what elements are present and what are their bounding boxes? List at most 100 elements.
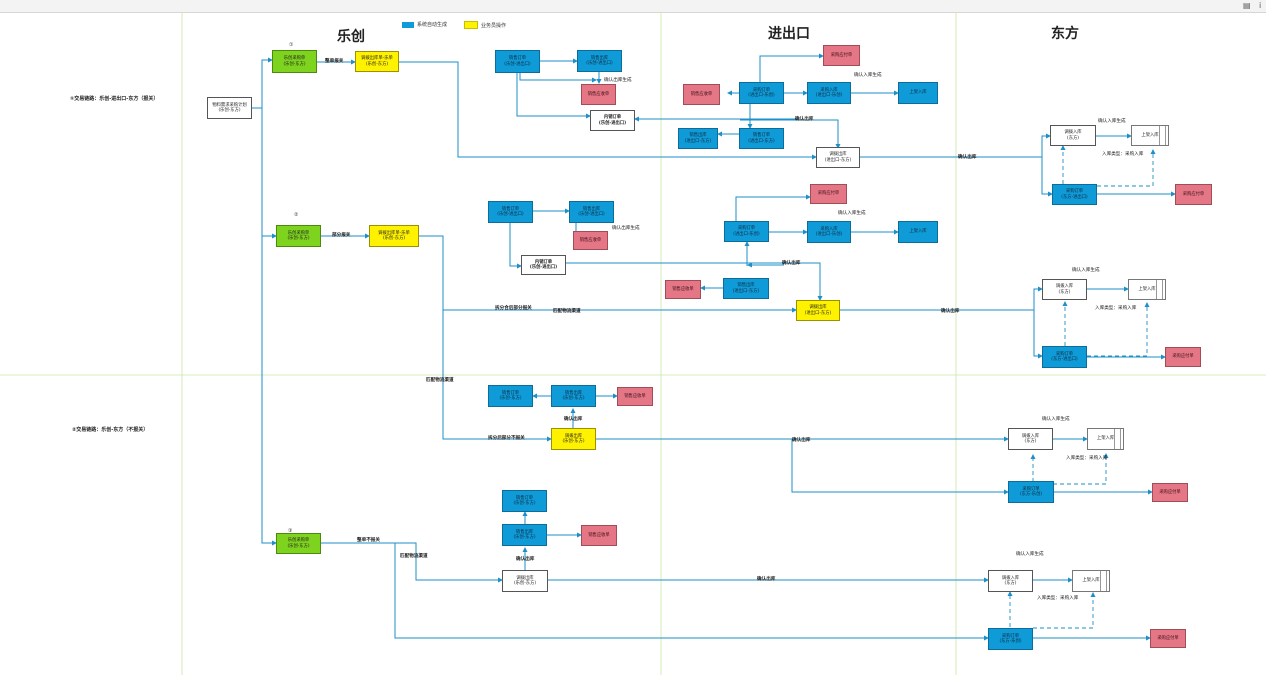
node-b-purchase-order[interactable]: 采购订单(进出口-乐创) [739, 82, 784, 104]
edge-label-confirm-in-gen-2: 确认入库生成 [1098, 119, 1126, 124]
edge-label-confirm-out-7: 确认出库 [516, 557, 535, 562]
edge-label-in-type-3: 入库类型：采购入库 [1066, 456, 1108, 461]
node-e-purchase-order[interactable]: 采购订单(进出口-乐创) [724, 221, 769, 242]
node-g-receivable[interactable]: 销售应收单 [617, 387, 653, 406]
edge-label-confirm-out-4: 确认出库 [941, 309, 960, 314]
edge-label-match-channel-1: 匹配物流渠道 [553, 309, 581, 314]
edge-label-confirm-in-gen-5: 确认入库生成 [1042, 417, 1070, 422]
edge-label-in-type-2: 入库类型：采购入库 [1095, 306, 1137, 311]
node-h-purchase-order[interactable]: 采购订单(东方-乐创) [1008, 481, 1054, 503]
node-b-payable[interactable]: 采购应付单 [823, 45, 860, 66]
edge-label-confirm-out-5: 确认出库 [564, 417, 583, 422]
node-f-payable[interactable]: 采购应付单 [1165, 347, 1201, 367]
node-a-receivable[interactable]: 销售应收单 [581, 84, 616, 105]
node-b-sales-order[interactable]: 销售订单(进出口-东方) [739, 128, 784, 149]
edge-label-split-partial-declare: 拆分合后部分报关 [495, 306, 532, 311]
node-b-receivable[interactable]: 销售应收单 [683, 84, 720, 105]
node-j-purchase-order[interactable]: 采购订单(东方-乐创) [988, 628, 1033, 650]
node-e-purchase-in[interactable]: 采购入库(进出口-乐创) [807, 221, 851, 243]
row-label-chain-1: ①交易链路：乐创-进出口-东方（报关） [70, 96, 159, 102]
node-i-sales-out[interactable]: 销售出库(乐创-东方) [502, 524, 547, 546]
info-icon[interactable]: ⅰ [1259, 1, 1262, 10]
node-a-inner-order[interactable]: 内销订单(乐创-进出口) [590, 110, 635, 131]
row-label-chain-2: ②交易链路：乐创-东方（不报关） [72, 427, 149, 433]
branch-number-3: ③ [288, 528, 293, 534]
edge-label-confirm-out-3: 确认出库 [782, 261, 801, 266]
edge-label-confirm-out-1: 确认出库 [795, 117, 814, 122]
edge-label-confirm-out-gen-2: 确认出库生成 [612, 226, 640, 231]
node-j-payable[interactable]: 采购应付单 [1150, 629, 1186, 648]
edge-label-no-declare: 整单不报关 [357, 538, 380, 543]
edge-label-in-type-4: 入库类型：采购入库 [1037, 596, 1079, 601]
edge-label-split-no-declare: 拆分后部分不报关 [488, 436, 525, 441]
legend-manual-label: 业务员操作 [481, 22, 507, 29]
node-d-receivable[interactable]: 销售应收单 [573, 231, 608, 250]
node-f-shelf-in[interactable]: 上架入库 [1128, 279, 1166, 300]
node-c-transfer-in[interactable]: 调拨入库(东方) [1050, 125, 1096, 146]
edge-label-full-declare: 整单报关 [325, 59, 344, 64]
node-b-purchase-in[interactable]: 采购入库(进出口-乐创) [807, 82, 851, 104]
node-transfer-order-2[interactable]: 调拨出库单-乐单(乐创-东方) [369, 225, 419, 247]
lane-title-dongfang: 东方 [1051, 26, 1079, 42]
edge-label-match-channel-3: 匹配物流渠道 [400, 554, 428, 559]
node-i-sales-order[interactable]: 销售订单(乐创-东方) [502, 490, 547, 512]
node-b-transfer-out[interactable]: 调拨出库(进出口-东方) [816, 147, 860, 168]
top-toolbar: ▤ ⅰ [0, 0, 1266, 13]
node-a-sales-order[interactable]: 销售订单(乐创-进出口) [495, 50, 540, 73]
node-c-shelf-in[interactable]: 上架入库 [1131, 125, 1169, 146]
node-g-sales-order[interactable]: 销售订单(乐创-东方) [488, 385, 533, 407]
node-g-transfer-out[interactable]: 调拨出库(乐创-东方) [551, 428, 596, 450]
grid-icon[interactable]: ▤ [1243, 1, 1251, 10]
node-f-transfer-in[interactable]: 调拨入库(东方) [1042, 279, 1087, 300]
lane-title-lechuang: 乐创 [337, 29, 365, 45]
node-h-transfer-in[interactable]: 调拨入库(东方) [1008, 428, 1053, 450]
node-a-sales-out[interactable]: 销售出库(乐创-进出口) [577, 50, 622, 72]
edge-label-confirm-out-6: 确认出库 [792, 438, 811, 443]
dashed-edges [1007, 145, 1156, 629]
node-b-sales-out[interactable]: 销售出库(进出口-东方) [678, 128, 718, 149]
node-h-shelf-in[interactable]: 上架入库 [1087, 428, 1124, 450]
node-lechuang-po-1[interactable]: 乐创采购单(乐创-东方) [272, 50, 317, 73]
node-d-sales-out[interactable]: 销售出库(乐创-进出口) [569, 201, 614, 223]
node-i-receivable[interactable]: 销售应收单 [581, 525, 617, 546]
edge-label-confirm-in-gen-4: 确认入库生成 [1072, 268, 1100, 273]
node-e-sales-out[interactable]: 销售出库(进出口-东方) [723, 278, 769, 299]
edge-label-confirm-in-gen-3: 确认入库生成 [838, 211, 866, 216]
node-g-sales-out[interactable]: 销售出库(乐创-东方) [551, 385, 596, 407]
legend-auto-label: 系统自动生成 [417, 22, 448, 28]
edge-label-confirm-out-2: 确认出库 [958, 155, 977, 160]
branch-number-1: ① [289, 42, 294, 48]
node-e-transfer-out[interactable]: 调拨出库(进出口-东方) [796, 300, 840, 321]
node-i-transfer-out[interactable]: 调拨出库(乐创-东方) [502, 570, 548, 592]
branch-number-2: ② [294, 212, 299, 218]
node-b-shelf-in[interactable]: 上架入库 [898, 82, 938, 104]
legend-auto: 系统自动生成 [402, 21, 447, 28]
node-d-inner-order[interactable]: 内销订单(乐创-进出口) [521, 255, 566, 275]
edge-label-partial-declare: 部分报关 [332, 233, 351, 238]
edge-label-confirm-in-gen-1: 确认入库生成 [854, 73, 882, 78]
node-demand-plan[interactable]: 物料需求采购计划(乐创-东方) [207, 97, 252, 119]
node-j-transfer-in[interactable]: 调拨入库(东方) [988, 570, 1033, 592]
legend-manual: 业务员操作 [464, 21, 506, 29]
node-c-payable[interactable]: 采购应付单 [1175, 184, 1212, 205]
node-j-shelf-in[interactable]: 上架入库 [1072, 570, 1110, 592]
legend-auto-swatch [402, 21, 414, 28]
node-e-payable[interactable]: 采购应付单 [810, 184, 847, 204]
node-f-purchase-order[interactable]: 采购订单(东方-进出口) [1042, 346, 1087, 368]
lane-dividers [0, 12, 1266, 675]
edges [252, 53, 1176, 641]
node-h-payable[interactable]: 采购应付单 [1152, 483, 1188, 502]
node-e-receivable[interactable]: 销售应收单 [665, 280, 701, 299]
node-transfer-order-1[interactable]: 调拨出库单-乐单(乐创-东方) [355, 51, 399, 72]
edge-label-confirm-out-gen-1: 确认出库生成 [604, 78, 632, 83]
node-d-sales-order[interactable]: 销售订单(乐创-进出口) [488, 201, 533, 223]
node-lechuang-po-3[interactable]: 乐创采购单(乐创-东方) [276, 533, 321, 554]
legend-manual-swatch [464, 21, 478, 29]
edge-label-in-type-1: 入库类型：采购入库 [1102, 152, 1144, 157]
node-e-shelf-in[interactable]: 上架入库 [898, 221, 938, 243]
node-lechuang-po-2[interactable]: 乐创采购单(乐创-东方) [276, 225, 321, 247]
node-c-purchase-order[interactable]: 采购订单(东方-进出口) [1052, 184, 1097, 205]
edge-label-confirm-out-8: 确认出库 [757, 577, 776, 582]
lane-title-jinchukou: 进出口 [768, 26, 810, 42]
